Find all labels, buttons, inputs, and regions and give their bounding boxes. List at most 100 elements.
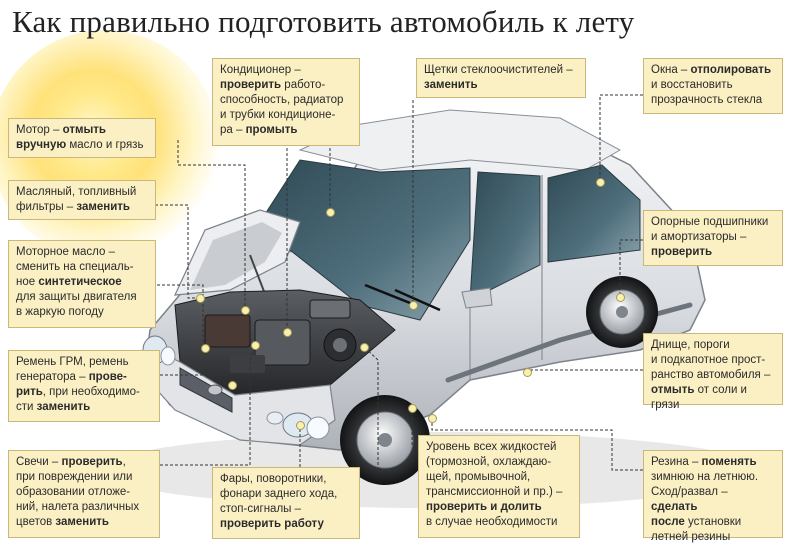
side-mirror bbox=[461, 287, 493, 309]
radiator-cap bbox=[230, 355, 265, 373]
callout-text: Сход/развал – bbox=[651, 486, 728, 498]
callout-text: летней резины bbox=[651, 531, 731, 543]
callout-emphasis: проверить работу bbox=[220, 518, 324, 530]
side-window-front bbox=[469, 171, 541, 301]
wiper bbox=[364, 283, 416, 307]
leader-line bbox=[619, 239, 643, 295]
callout-text: Днище, пороги bbox=[651, 339, 730, 351]
callout-text: в случае необходимости bbox=[426, 516, 558, 528]
callout-emphasis: отмыть bbox=[62, 124, 106, 136]
callout-text: при повреждении или bbox=[16, 471, 133, 483]
callout-wipers: Щетки стеклоочистителей – заменить bbox=[416, 58, 586, 98]
callout-text: сти bbox=[16, 401, 37, 413]
windshield bbox=[257, 159, 471, 321]
marker-dot bbox=[409, 301, 418, 310]
callout-emphasis: заменить bbox=[424, 79, 478, 91]
hood-inner bbox=[190, 222, 282, 290]
callout-text: прозрачность стекла bbox=[651, 94, 763, 106]
marker-dot bbox=[596, 178, 605, 187]
leader-line bbox=[155, 204, 200, 299]
side-window-rear bbox=[547, 164, 641, 263]
callout-text: для защиты двигателя bbox=[16, 291, 137, 303]
callout-text: масло и грязь bbox=[66, 139, 144, 151]
leader-line bbox=[363, 346, 379, 470]
callout-text: и трубки кондиционе- bbox=[220, 109, 336, 121]
callout-text: Фары, поворотники, bbox=[220, 473, 327, 485]
headlight-left bbox=[160, 346, 176, 366]
callout-lights: Фары, поворотники, фонари заднего хода, ст… bbox=[212, 467, 360, 539]
callout-text: Масляный, топливный bbox=[16, 186, 137, 198]
callout-text: образовании отложе- bbox=[16, 486, 131, 498]
marker-dot bbox=[326, 208, 335, 217]
callout-emphasis: проверить bbox=[651, 246, 713, 258]
callout-text: , при необходимо- bbox=[42, 386, 140, 398]
callout-emphasis: после bbox=[651, 516, 685, 528]
callout-text: (тормозной, охлаждаю- bbox=[426, 456, 552, 468]
callout-text: ное bbox=[16, 276, 39, 288]
callout-text: ний, налета различных bbox=[16, 501, 140, 513]
callout-text: Моторное масло – bbox=[16, 246, 115, 258]
callout-text: способность, радиатор bbox=[220, 94, 344, 106]
callout-text: , bbox=[122, 456, 126, 468]
marker-dot bbox=[241, 306, 250, 315]
leader-line bbox=[152, 284, 204, 345]
callout-text: и амортизаторы – bbox=[651, 231, 747, 243]
marker-dot bbox=[283, 328, 292, 337]
leader-line bbox=[431, 418, 643, 471]
callout-text: Щетки стеклоочистителей – bbox=[424, 64, 573, 76]
leader-line bbox=[599, 94, 643, 182]
leader-line bbox=[160, 374, 233, 387]
marker-dot bbox=[408, 404, 417, 413]
marker-dot bbox=[228, 381, 237, 390]
callout-text: трансмиссионной и пр.) – bbox=[426, 486, 563, 498]
marker-dot bbox=[523, 368, 532, 377]
callout-ac: Кондиционер –проверить работо-способност… bbox=[212, 58, 360, 146]
callout-emphasis: рить bbox=[16, 386, 43, 398]
callout-text: ранство автомобиля – bbox=[651, 369, 771, 381]
rear-hub bbox=[616, 306, 628, 318]
callout-emphasis: проверить bbox=[61, 456, 123, 468]
callout-text: от соли и грязи bbox=[651, 384, 747, 411]
callout-text: Кондиционер – bbox=[220, 64, 301, 76]
callout-text: фонари заднего хода, bbox=[220, 488, 338, 500]
callout-text: сменить на специаль- bbox=[16, 261, 134, 273]
callout-emphasis: заменить bbox=[36, 401, 91, 413]
leader-line bbox=[160, 344, 256, 466]
marker-dot bbox=[296, 421, 305, 430]
marker-dot bbox=[428, 414, 437, 423]
callout-emphasis: поменять bbox=[701, 456, 757, 468]
callout-text: фильтры – bbox=[16, 201, 77, 213]
logo bbox=[207, 384, 223, 396]
callout-text: ра – bbox=[220, 124, 246, 136]
callout-text: цветов bbox=[16, 516, 56, 528]
marker-dot bbox=[196, 294, 205, 303]
callout-tires: Резина – поменять зимнюю на летнюю. Сход/р… bbox=[643, 450, 783, 543]
air-filter bbox=[309, 299, 351, 319]
callout-text: зимнюю на летнюю. bbox=[651, 471, 759, 483]
callout-text: Ремень ГРМ, ремень bbox=[16, 356, 129, 368]
marker-dot bbox=[251, 341, 260, 350]
callout-fluids: Уровень всех жидкостей (тормозной, охлажд… bbox=[418, 435, 580, 538]
callout-text: работо- bbox=[281, 79, 326, 91]
car-roof bbox=[298, 109, 622, 171]
callout-text: стоп-сигналы – bbox=[220, 503, 302, 515]
headlight-right bbox=[306, 416, 330, 440]
callout-emphasis: синтетическое bbox=[38, 276, 122, 288]
front-hub bbox=[378, 433, 392, 447]
callout-text: Резина – bbox=[651, 456, 702, 468]
callout-emphasis: отмыть bbox=[651, 384, 695, 396]
marker-dot bbox=[360, 343, 369, 352]
callout-oil: Моторное масло –сменить на специаль-ное … bbox=[8, 240, 156, 328]
callout-text: щей, промывочной, bbox=[426, 471, 531, 483]
callout-text: Уровень всех жидкостей bbox=[426, 441, 557, 453]
reservoir-cap bbox=[333, 338, 347, 352]
marker-dot bbox=[616, 293, 625, 302]
callout-text: генератора – bbox=[16, 371, 89, 383]
fog-light bbox=[266, 411, 284, 425]
callout-emphasis: отполировать bbox=[690, 64, 772, 76]
